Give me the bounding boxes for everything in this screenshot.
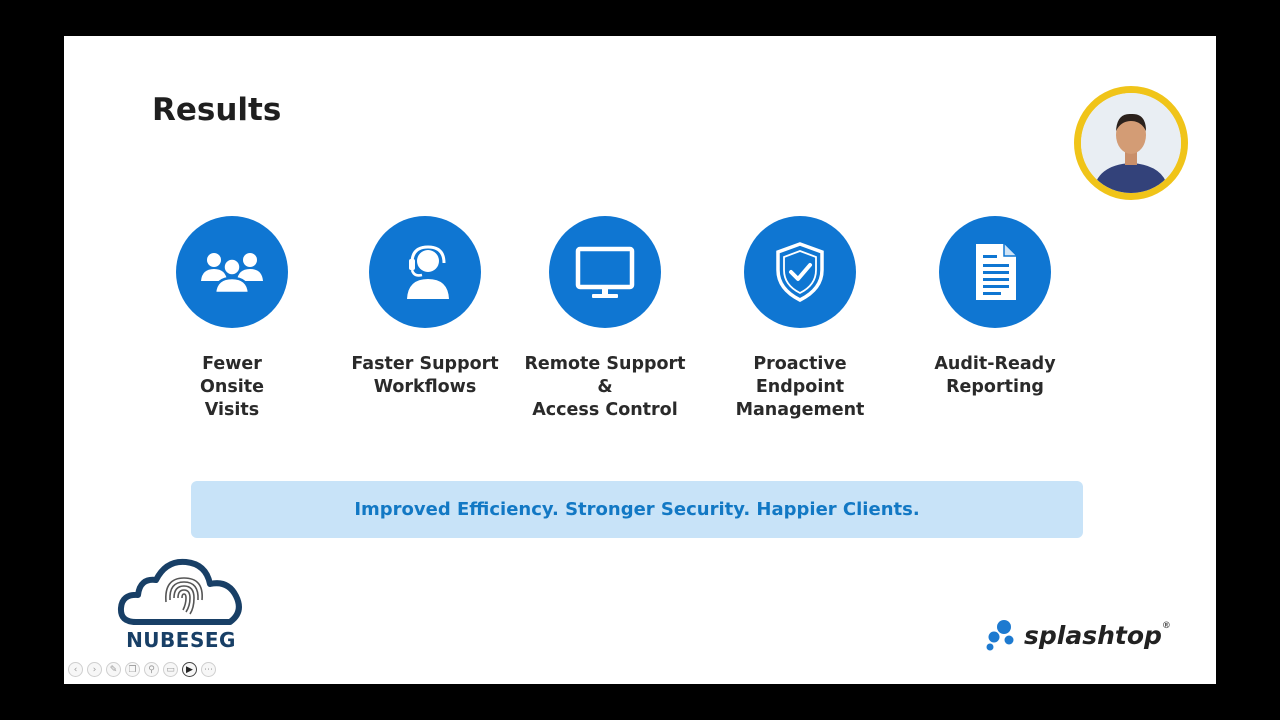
splashtop-wordmark: splashtop — [1024, 620, 1162, 650]
nubeseg-logo: NUBESEG — [116, 556, 256, 656]
feature-faster-support-workflows: Faster Support Workflows — [330, 216, 520, 399]
splashtop-logo: splashtop® — [984, 618, 1171, 652]
presenter-avatar-icon — [1081, 93, 1181, 193]
slide-title: Results — [152, 92, 282, 128]
feature-label: Audit-Ready Reporting — [934, 354, 1056, 397]
registered-mark: ® — [1161, 620, 1171, 631]
feature-icon-circle — [176, 216, 288, 328]
feature-icon-circle — [744, 216, 856, 328]
nubeseg-logo-text: NUBESEG — [126, 628, 236, 652]
users-group-icon — [201, 253, 263, 295]
slide: Results Fewer Onsite Visits — [64, 36, 1216, 684]
splash-mark-icon — [986, 620, 1014, 651]
feature-audit-ready-reporting: Audit-Ready Reporting — [900, 216, 1090, 399]
feature-remote-support-access-control: Remote Support & Access Control — [510, 216, 700, 422]
feature-label: Remote Support & Access Control — [524, 354, 686, 420]
splashtop-logo-text: splashtop® — [1024, 621, 1171, 650]
document-icon — [976, 244, 1016, 300]
summary-banner: Improved Efficiency. Stronger Security. … — [191, 481, 1083, 538]
feature-fewer-onsite-visits: Fewer Onsite Visits — [137, 216, 327, 422]
monitor-icon — [575, 246, 635, 298]
cloud-fingerprint-icon — [117, 558, 242, 625]
subtitles-icon[interactable]: ▭ — [163, 662, 178, 677]
feature-proactive-endpoint-management: Proactive Endpoint Management — [705, 216, 895, 422]
feature-label: Fewer Onsite Visits — [200, 354, 264, 420]
feature-icon-circle — [549, 216, 661, 328]
shield-check-icon — [776, 242, 824, 302]
headset-agent-icon — [407, 245, 449, 299]
feature-label: Proactive Endpoint Management — [735, 354, 865, 420]
feature-label: Faster Support Workflows — [351, 354, 499, 397]
feature-icon-circle — [939, 216, 1051, 328]
zoom-icon[interactable]: ⚲ — [144, 662, 159, 677]
camera-icon[interactable]: ▶ — [182, 662, 197, 677]
presenter-video[interactable] — [1074, 86, 1188, 200]
presentation-controls: ‹ › ✎ ❐ ⚲ ▭ ▶ ⋯ — [68, 662, 216, 677]
pen-icon[interactable]: ✎ — [106, 662, 121, 677]
next-icon[interactable]: › — [87, 662, 102, 677]
copy-icon[interactable]: ❐ — [125, 662, 140, 677]
more-icon[interactable]: ⋯ — [201, 662, 216, 677]
prev-icon[interactable]: ‹ — [68, 662, 83, 677]
feature-icon-circle — [369, 216, 481, 328]
